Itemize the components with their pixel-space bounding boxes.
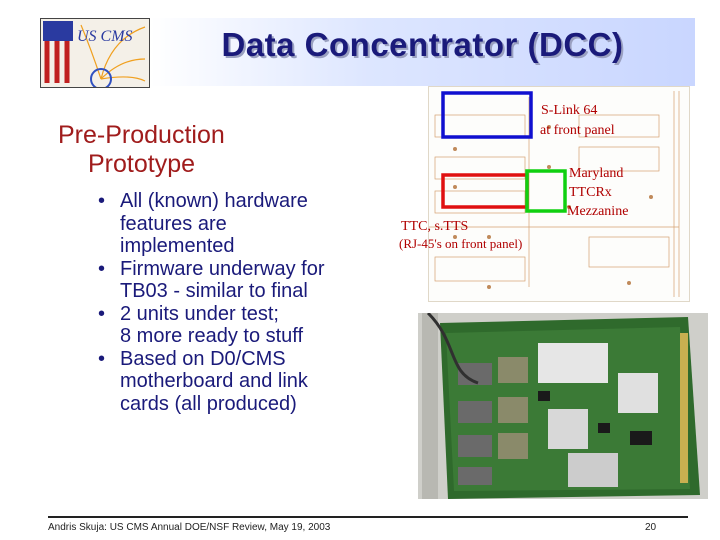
footer-credit: Andris Skuja: US CMS Annual DOE/NSF Revi… bbox=[48, 522, 331, 533]
page-number: 20 bbox=[645, 522, 657, 533]
bullet-dot: • bbox=[98, 347, 106, 370]
bullet-text: Based on D0/CMS motherboard and link car… bbox=[120, 347, 308, 415]
board-photo bbox=[418, 313, 708, 499]
ttcrx-label-line1: Maryland bbox=[569, 166, 624, 181]
subtitle-line-1: Pre-Production bbox=[58, 121, 225, 149]
logo-text: US CMS bbox=[77, 28, 133, 45]
slink-label-line1: S-Link 64 bbox=[541, 103, 598, 118]
slink-highlight-box bbox=[441, 91, 533, 139]
bullet-dot: • bbox=[98, 190, 106, 212]
ttc-label-line1: TTC, s.TTS bbox=[401, 219, 469, 234]
bullet-text: Firmware underway for TB03 - similar to … bbox=[120, 257, 325, 303]
slink-label-line2: at front panel bbox=[540, 123, 615, 138]
bullet-item: • Firmware underway for TB03 - similar t… bbox=[98, 258, 398, 303]
bullet-item: • All (known) hardware features are impl… bbox=[98, 190, 398, 258]
ttcrx-label-line2: TTCRx bbox=[569, 185, 612, 200]
bullet-text: 2 units under test; 8 more ready to stuf… bbox=[120, 302, 304, 348]
bullet-item: • 2 units under test; 8 more ready to st… bbox=[98, 303, 398, 348]
board-schematic bbox=[428, 86, 690, 302]
footer-divider bbox=[48, 516, 688, 518]
ttc-label-line2: (RJ-45's on front panel) bbox=[399, 236, 523, 251]
page-title: Data Concentrator (DCC) bbox=[221, 26, 624, 63]
uscms-logo: US CMS bbox=[40, 18, 150, 88]
subtitle-line-2: Prototype bbox=[88, 150, 196, 178]
bullet-item: • Based on D0/CMS motherboard and link c… bbox=[98, 348, 398, 416]
ttcrx-label-line3: Mezzanine bbox=[567, 204, 629, 219]
ttcrx-highlight-box bbox=[525, 169, 567, 213]
title-banner bbox=[150, 18, 695, 86]
bullet-text: All (known) hardware features are implem… bbox=[120, 190, 308, 257]
bullet-dot: • bbox=[98, 302, 106, 325]
bullet-dot: • bbox=[98, 257, 106, 280]
bullet-list: • All (known) hardware features are impl… bbox=[98, 190, 398, 415]
